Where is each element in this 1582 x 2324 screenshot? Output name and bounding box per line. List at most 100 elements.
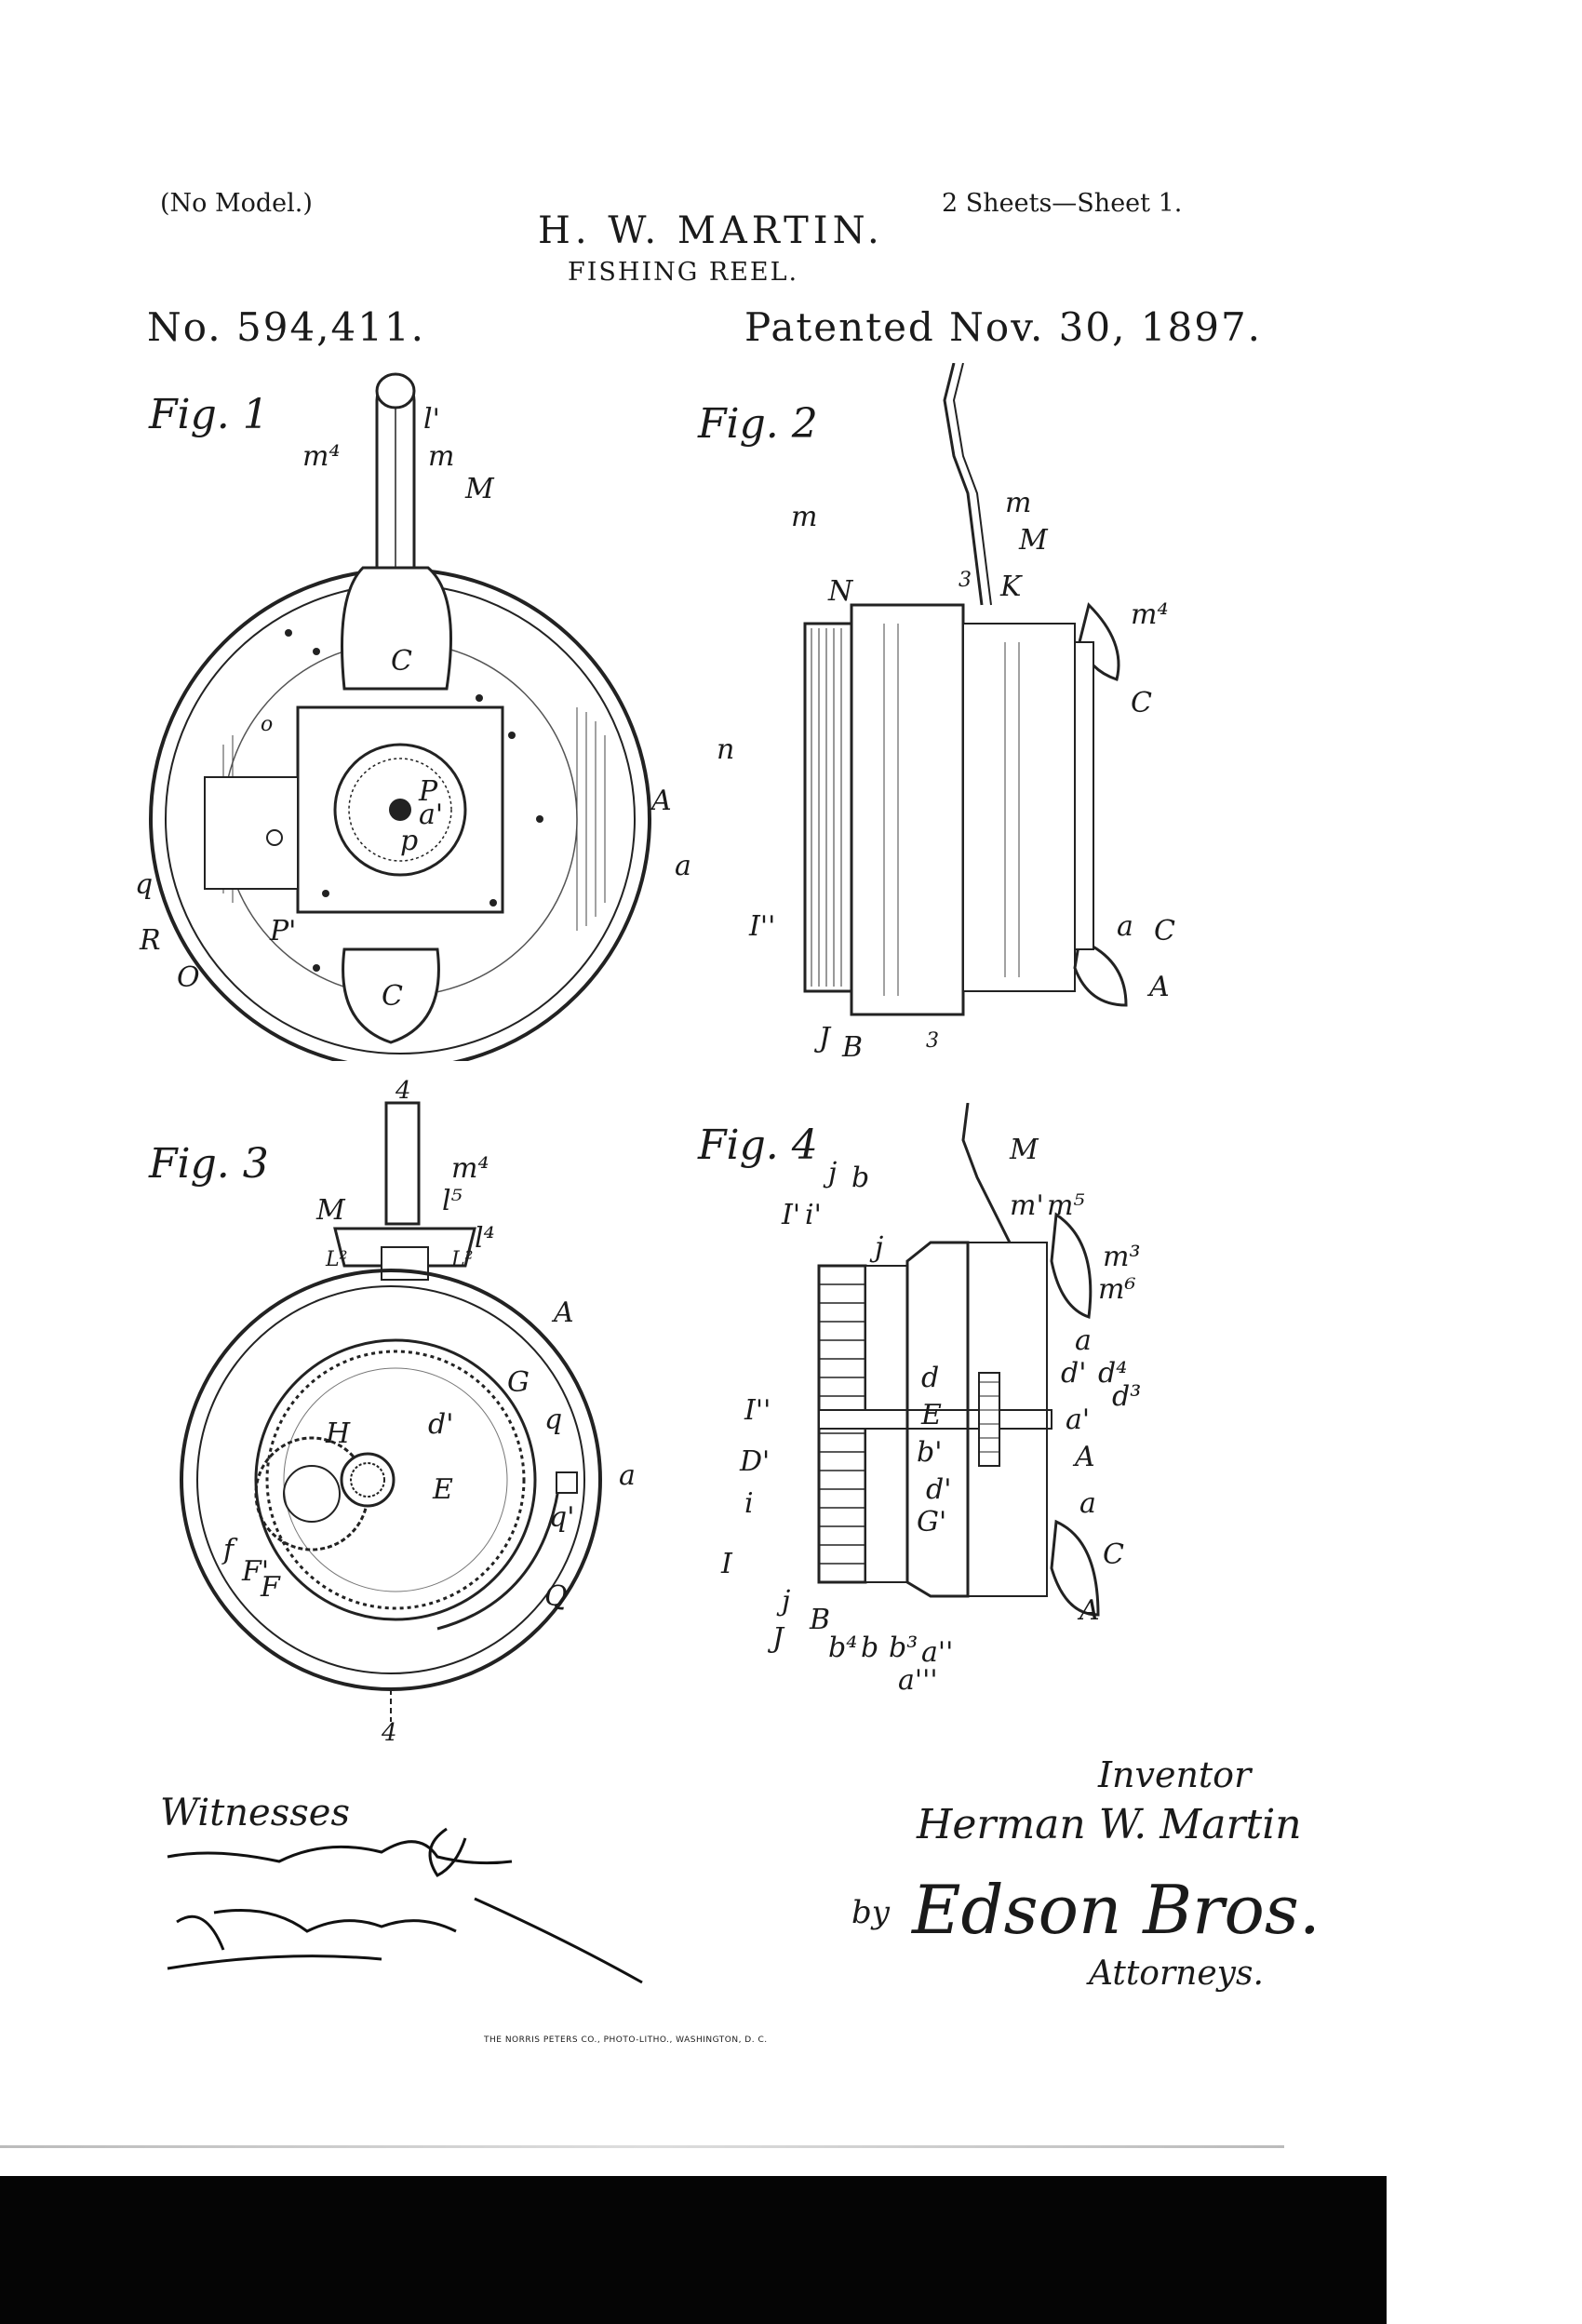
fig1-label: m [428, 440, 454, 473]
figure-2-side-view: Fig. 2 m m M 3 K N m⁴ C n I'' a C A J B … [697, 363, 1175, 1064]
model-note: (No Model.) [160, 189, 313, 218]
fig4-label: A [1072, 1441, 1095, 1473]
fig2-label: N [827, 575, 854, 608]
fig4-label: E [920, 1399, 942, 1431]
fig4-label: B [809, 1604, 830, 1636]
scan-smudge-line [0, 2145, 1284, 2148]
fig2-label: M [1018, 524, 1049, 557]
fig3-label: G [507, 1366, 530, 1399]
inventor-label: Inventor [1098, 1754, 1252, 1795]
fig3-label: 4 [381, 1719, 397, 1740]
fig3-label: Q [544, 1580, 568, 1613]
fig2-label: C [1131, 687, 1152, 719]
fig4-label: j [869, 1231, 883, 1264]
fig3-label: 4 [395, 1077, 411, 1105]
fig4-label: a''' [898, 1664, 938, 1697]
fig2-label: 3 [926, 1029, 939, 1053]
fig4-label: b³ [889, 1632, 918, 1664]
printer-imprint: THE NORRIS PETERS CO., PHOTO-LITHO., WAS… [484, 2035, 768, 2045]
fig4-label: m' [1010, 1189, 1044, 1222]
fig2-label: C [1154, 915, 1175, 947]
fig1-label: m⁴ [302, 440, 340, 473]
fig3-label: F' [241, 1555, 269, 1588]
fig1-label: q [135, 868, 153, 901]
fig4-label: b⁴ [828, 1632, 857, 1664]
fig2-label: m [1005, 487, 1031, 519]
fig1-label: P [418, 775, 438, 808]
fig1-label: C [391, 645, 412, 678]
fig3-label: m⁴ [451, 1152, 489, 1185]
fig4-label: d³ [1112, 1380, 1141, 1413]
sheet-count: 2 Sheets—Sheet 1. [942, 189, 1183, 218]
fig1-label: a [675, 850, 691, 882]
fig3-label: q' [549, 1501, 574, 1534]
fig3-label: M [315, 1194, 346, 1227]
attorneys-label: Attorneys. [1089, 1955, 1264, 1993]
fig2-label: a [1117, 910, 1133, 943]
fig4-label: D' [739, 1445, 770, 1478]
patent-number: No. 594,411. [147, 304, 426, 350]
fig3-label: F [260, 1571, 281, 1604]
figure-3-interior-view: Fig. 3 4 m⁴ M l⁵ l⁴ L² L² A G H d' q a E… [148, 1077, 636, 1740]
fig4-label: m⁶ [1098, 1273, 1135, 1306]
by-label: by [851, 1894, 890, 1931]
inventor-name-header: H. W. MARTIN. [538, 209, 884, 252]
fig1-label: M [464, 473, 495, 505]
fig2-caption: Fig. 2 [697, 400, 818, 448]
fig1-caption: Fig. 1 [148, 391, 269, 438]
fig4-label: A [1077, 1594, 1100, 1627]
witnesses-label: Witnesses [160, 1792, 350, 1834]
fig3-label: a [619, 1459, 636, 1492]
fig2-label: K [999, 571, 1023, 603]
fig2-label: m⁴ [1131, 598, 1168, 631]
fig4-label: m³ [1103, 1241, 1140, 1273]
fig4-label: I'' [744, 1394, 771, 1427]
fig4-caption: Fig. 4 [697, 1122, 818, 1169]
patent-date: Patented Nov. 30, 1897. [744, 304, 1263, 350]
fig4-label: a [1079, 1487, 1096, 1520]
figure-1-front-view: Fig. 1 l' m⁴ m M C C A a P a' p q R O P'… [135, 354, 691, 1061]
fig4-label: a [1075, 1324, 1092, 1357]
fig1-label: p [400, 825, 418, 857]
fig1-label: R [139, 924, 161, 957]
fig3-label: E [432, 1473, 453, 1506]
fig4-label: b [851, 1162, 869, 1194]
fig3-label: f [221, 1534, 238, 1566]
fig1-label: O [177, 961, 200, 994]
fig4-label: i' [805, 1199, 822, 1231]
fig4-label: i [744, 1487, 754, 1520]
inventor-signature: Herman W. Martin [917, 1801, 1302, 1848]
fig4-label: d' [926, 1473, 951, 1506]
scan-border-bar [0, 2176, 1387, 2324]
fig3-label: H [325, 1417, 351, 1450]
fig1-label: l' [423, 403, 440, 436]
fig3-caption: Fig. 3 [148, 1140, 269, 1188]
fig3-label: L² [325, 1248, 347, 1271]
fig1-label: A [649, 785, 672, 817]
fig4-label: d [921, 1362, 939, 1394]
fig4-label: b [861, 1632, 878, 1664]
fig2-label: A [1146, 971, 1170, 1003]
fig4-label: I [720, 1548, 733, 1580]
fig4-label: C [1103, 1538, 1124, 1571]
fig4-label: I' [781, 1199, 800, 1231]
fig1-label: a' [419, 799, 443, 831]
fig2-label: m [791, 501, 817, 533]
fig4-label: b' [917, 1436, 942, 1469]
fig4-label: d' [1061, 1357, 1086, 1390]
fig4-label: j [776, 1585, 790, 1618]
fig3-label: L² [450, 1248, 473, 1271]
attorney-signature: Edson Bros. [912, 1871, 1321, 1949]
fig2-label: n [717, 733, 734, 766]
fig3-label: q [544, 1404, 562, 1436]
figure-4-sectional-view: Fig. 4 j b M I' i' m' m⁵ j m³ m⁶ a d d' … [697, 1103, 1141, 1697]
fig4-label: M [1009, 1134, 1039, 1166]
fig1-label: C [382, 980, 403, 1013]
fig4-label: d⁴ [1098, 1357, 1127, 1390]
fig4-label: a' [1066, 1404, 1090, 1436]
fig1-label: P' [269, 915, 296, 947]
fig4-label: J [767, 1622, 785, 1655]
fig2-label: J [813, 1022, 832, 1055]
fig1-label: o [261, 713, 273, 736]
fig3-label: l⁴ [475, 1222, 495, 1255]
